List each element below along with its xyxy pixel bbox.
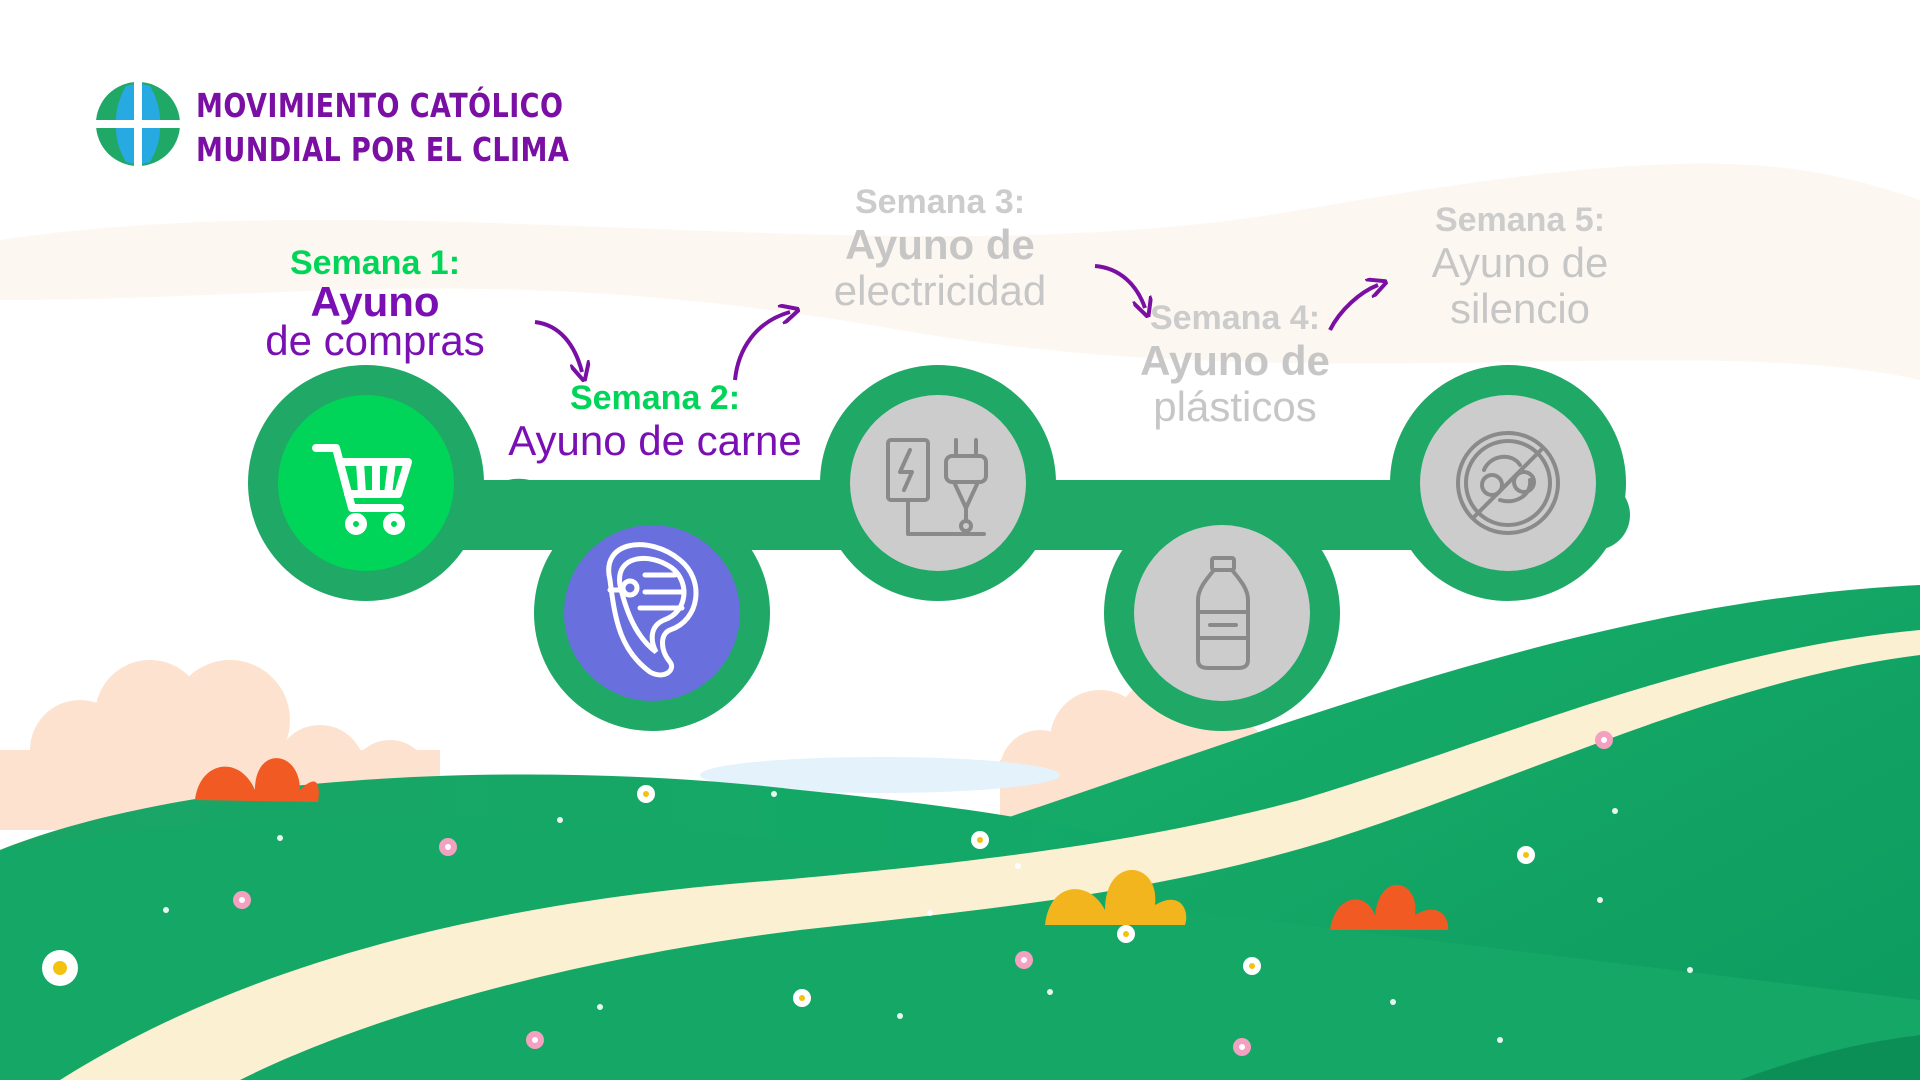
step-4-week: Semana 4: [1149,299,1321,337]
meat-steak-icon [606,542,699,678]
power-plug-icon [886,438,988,536]
step-3-title-b: electricidad [833,267,1047,314]
step-5-week: Semana 5: [1434,201,1606,239]
dots [163,791,1693,1043]
step-1-week: Semana 1: [289,244,461,282]
step-4-label: Semana 4: Ayuno de plásticos [1090,298,1380,430]
step-4-title-a: Ayuno de [1140,337,1330,384]
brand-line-2: MUNDIAL POR EL CLIMA [196,130,570,169]
step-2-title-a: Ayuno de carne [508,417,802,464]
winding-path [60,630,1920,1080]
brand-line-1: MOVIMIENTO CATÓLICO [196,86,564,125]
flowers [42,731,1613,1056]
step-3-week: Semana 3: [854,183,1026,221]
globe-icon [94,80,182,168]
step-2-label: Semana 2: Ayuno de carne [490,378,820,464]
bush-orange-left [195,758,319,802]
no-talking-icon [1456,431,1560,535]
bush-yellow [1045,870,1187,925]
step-1-disc [278,395,454,571]
step-3-title-a: Ayuno de [845,221,1035,268]
step-3-label: Semana 3: Ayuno de electricidad [790,182,1090,314]
step-2-week: Semana 2: [569,379,741,417]
step-3-disc [850,395,1026,571]
step-1-label: Semana 1: Ayuno de compras [230,243,520,364]
step-1-title-a: Ayuno [310,278,440,325]
step-5-label: Semana 5: Ayuno de silencio [1380,200,1660,332]
brand-logo: MOVIMIENTO CATÓLICO MUNDIAL POR EL CLIMA [94,80,569,170]
step-5-title-a: Ayuno de [1431,239,1609,286]
sky-strip [700,757,1060,793]
plastic-bottle-icon [1196,556,1250,670]
shopping-cart-icon [312,444,412,535]
step-1-title-b: de compras [265,317,485,364]
brand-name: MOVIMIENTO CATÓLICO MUNDIAL POR EL CLIMA [196,84,569,172]
background-swoosh [0,163,1920,380]
step-4-title-b: plásticos [1153,383,1317,430]
step-5-title-b: silencio [1449,285,1591,332]
bush-orange-right [1330,884,1449,930]
